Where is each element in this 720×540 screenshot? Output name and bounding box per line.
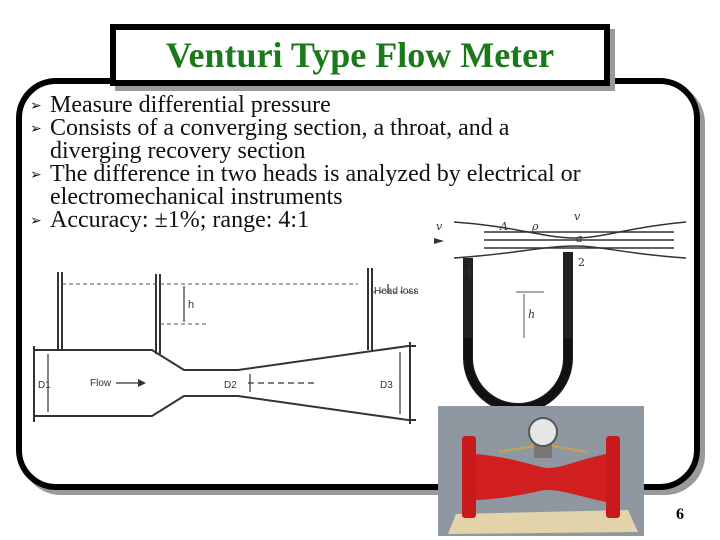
- label-flow: Flow: [90, 378, 112, 389]
- label-A: A: [499, 220, 508, 233]
- arrow-bullet-icon: ➢: [30, 214, 42, 229]
- bullet-item: ➢ Accuracy: ±1%; range: 4:1: [30, 207, 690, 233]
- label-1: 1: [466, 266, 473, 279]
- venturi-tube-diagram: h Head loss D1 D2 D3 Flow: [33, 268, 418, 424]
- label-h: h: [188, 299, 194, 311]
- bullet-text-continued: diverging recovery section: [50, 138, 306, 164]
- label-h-manometer: h: [528, 308, 535, 321]
- bullet-item: ➢ Measure differential pressure: [30, 92, 690, 118]
- label-2: 2: [578, 256, 585, 269]
- label-d2: D2: [224, 380, 237, 391]
- title-box: Venturi Type Flow Meter: [110, 24, 610, 86]
- bullet-list: ➢ Measure differential pressure ➢ Consis…: [30, 92, 690, 233]
- venturi-meter-photo: [438, 406, 644, 536]
- bullet-item: ➢ Consists of a converging section, a th…: [30, 115, 690, 164]
- arrow-bullet-icon: ➢: [30, 168, 42, 183]
- label-a: a: [576, 232, 583, 245]
- bullet-text: Accuracy: ±1%; range: 4:1: [50, 207, 310, 233]
- label-rho: ρ: [531, 220, 539, 233]
- bullet-text: Measure differential pressure: [50, 92, 331, 118]
- bullet-text: Consists of a converging section, a thro…: [50, 115, 510, 141]
- bullet-item: ➢ The difference in two heads is analyze…: [30, 161, 690, 210]
- arrow-bullet-icon: ➢: [30, 99, 42, 114]
- label-head-loss: Head loss: [374, 286, 418, 297]
- label-d1: D1: [38, 380, 51, 391]
- bullet-text-continued: electromechanical instruments: [50, 184, 343, 210]
- slide-title: Venturi Type Flow Meter: [165, 35, 555, 75]
- bullet-text: The difference in two heads is analyzed …: [50, 161, 581, 187]
- label-d3: D3: [380, 380, 393, 391]
- manometer-diagram: v A ρ v a 1 2 h: [434, 210, 687, 408]
- label-v-right: v: [574, 210, 581, 223]
- label-v-left: v: [436, 220, 443, 233]
- page-number: 6: [676, 506, 684, 523]
- arrow-bullet-icon: ➢: [30, 122, 42, 137]
